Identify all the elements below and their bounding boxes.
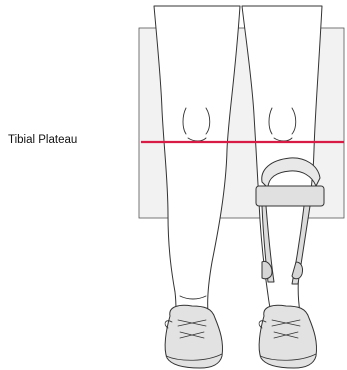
brace-strap [256, 186, 324, 206]
left-leg [154, 6, 240, 312]
